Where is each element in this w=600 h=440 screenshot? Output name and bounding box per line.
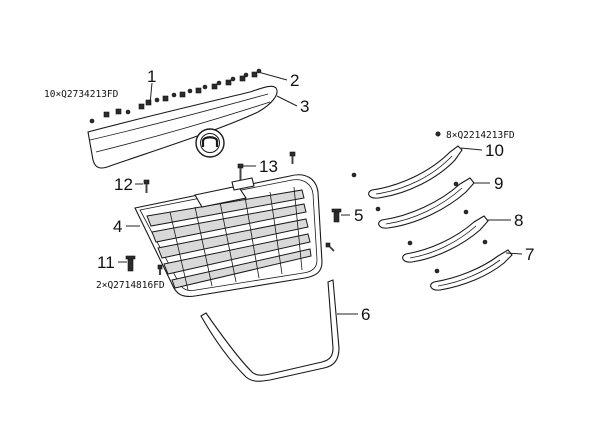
callout-7: 7: [525, 245, 534, 264]
side-trim-strip-10: [351, 145, 463, 199]
fastener-part-5: [331, 208, 342, 223]
callout-10: 10: [485, 141, 504, 160]
emblem-logo: [195, 128, 225, 158]
upper-grille-trim-bar: [87, 85, 278, 169]
part-number-labels: 10×Q2734213FD 8×Q2214213FD 2×Q2714816FD: [44, 89, 515, 291]
lower-frame-trim: [200, 279, 340, 382]
fastener-part-11: [125, 255, 136, 272]
partno-clip-upper-trim: 10×Q2734213FD: [44, 89, 119, 100]
callout-8: 8: [514, 211, 523, 230]
screw-part-12: [143, 179, 150, 193]
bracket-part-13: [231, 163, 255, 191]
callout-5: 5: [354, 206, 363, 225]
clips-part-2: [89, 68, 262, 124]
leader-lines: [118, 71, 523, 315]
grille-slats: [146, 189, 312, 289]
screw-grille-bottom: [157, 264, 163, 275]
grille-vertical-ribs: [169, 186, 303, 291]
callout-4: 4: [113, 217, 122, 236]
partno-screw-grille: 2×Q2714816FD: [96, 280, 165, 291]
callout-11: 11: [97, 253, 115, 272]
side-trim-strip-8: [402, 215, 489, 263]
radiator-grille: [134, 174, 323, 298]
side-trim-strip-7: [430, 249, 513, 291]
callout-13: 13: [259, 157, 278, 176]
screw-grille-right: [325, 242, 335, 252]
partno-screw-trim-strips: 8×Q2214213FD: [446, 130, 515, 141]
side-trim-strip-9: [375, 177, 475, 229]
callout-3: 3: [300, 97, 309, 116]
callout-1: 1: [147, 67, 156, 86]
callout-2: 2: [290, 71, 299, 90]
clips-part-1: [103, 71, 258, 118]
callout-numbers: 1 2 3 4 5 6 7 8 9 10 11 12 13: [97, 67, 534, 324]
callout-12: 12: [114, 175, 133, 194]
screw-trim-strips: [435, 131, 488, 245]
callout-9: 9: [494, 174, 503, 193]
callout-6: 6: [361, 305, 370, 324]
screw-grille-top: [289, 151, 296, 164]
